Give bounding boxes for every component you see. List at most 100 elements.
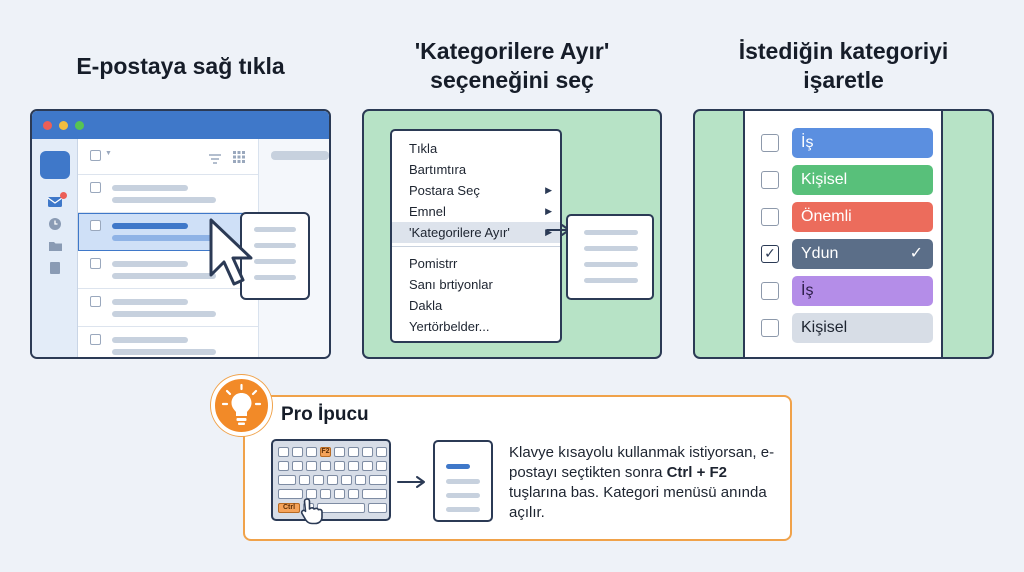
clock-icon[interactable] xyxy=(47,217,63,231)
key xyxy=(362,489,387,499)
menu-item[interactable]: Pomistrr xyxy=(392,253,560,274)
menu-item[interactable]: Sanı brtiyonlar xyxy=(392,274,560,295)
document-icon[interactable] xyxy=(47,261,63,275)
category-row[interactable]: İş xyxy=(745,128,945,158)
key-f2: F2 xyxy=(320,447,331,457)
key xyxy=(341,475,352,485)
mail-preview-bar xyxy=(112,349,216,355)
menu-line xyxy=(254,275,296,280)
row-checkbox[interactable] xyxy=(90,258,101,269)
menu-item-submenu[interactable]: Emnel▶ xyxy=(392,201,560,222)
menu-item[interactable]: Yertörbelder... xyxy=(392,316,560,337)
menu-item-submenu[interactable]: Postara Seç▶ xyxy=(392,180,560,201)
category-text: İş xyxy=(801,282,814,299)
category-label[interactable]: İş xyxy=(792,128,933,158)
key xyxy=(334,447,345,457)
category-text: İş xyxy=(801,134,814,151)
category-row[interactable]: Önemli xyxy=(745,202,945,232)
context-menu-preview xyxy=(240,212,310,300)
menu-item[interactable]: Dakla xyxy=(392,295,560,316)
category-label[interactable]: Kişisel xyxy=(792,165,933,195)
key xyxy=(320,461,331,471)
tip-text-part1: Klavye kısayolu kullanmak istiyorsan, e-… xyxy=(509,444,775,481)
maximize-dot[interactable] xyxy=(75,121,84,130)
mail-row[interactable] xyxy=(78,175,258,213)
key xyxy=(278,461,289,471)
category-checkbox[interactable] xyxy=(761,319,779,337)
menu-line xyxy=(254,243,296,248)
mouse-cursor-icon xyxy=(208,217,256,294)
category-row[interactable]: Kişisel xyxy=(745,313,945,343)
category-list: İş Kişisel Önemli ✓ Ydun ✓ İş Kişisel xyxy=(743,111,945,357)
grid-icon[interactable] xyxy=(233,150,245,168)
mail-sidebar xyxy=(32,139,78,357)
mail-row[interactable] xyxy=(78,327,258,357)
category-label[interactable]: İş xyxy=(792,276,933,306)
key xyxy=(306,461,317,471)
doc-line xyxy=(446,493,480,498)
menu-item-label: Yertörbelder... xyxy=(409,319,490,334)
category-label[interactable]: Ydun ✓ xyxy=(792,239,933,269)
close-dot[interactable] xyxy=(43,121,52,130)
menu-item-label: 'Kategorilere Ayır' xyxy=(409,225,510,240)
category-text: Ydun xyxy=(801,245,839,262)
arrow-right-icon xyxy=(397,475,427,494)
key-ctrl: Ctrl xyxy=(278,503,300,513)
category-row-checked[interactable]: ✓ Ydun ✓ xyxy=(745,239,945,269)
mail-row[interactable] xyxy=(78,251,258,289)
mail-preview-bar xyxy=(112,197,216,203)
checkmark-icon: ✓ xyxy=(909,245,923,262)
notification-dot xyxy=(60,192,67,199)
select-all-checkbox[interactable] xyxy=(90,150,101,161)
menu-item-categorize[interactable]: 'Kategorilere Ayır'▶ xyxy=(392,222,560,243)
step2-title: 'Kategorilere Ayır' seçeneğini seç xyxy=(362,37,662,95)
mail-subject-bar xyxy=(112,299,188,305)
compose-button[interactable] xyxy=(40,151,70,179)
step1-title-text: E-postaya sağ tıkla xyxy=(76,53,285,79)
mail-icon[interactable] xyxy=(47,192,67,209)
hand-pointer-icon xyxy=(299,497,325,530)
tip-shortcut: Ctrl + F2 xyxy=(666,464,728,481)
chevron-right-icon: ▶ xyxy=(545,206,552,216)
mail-preview-bar xyxy=(112,273,216,279)
key xyxy=(348,447,359,457)
menu-item-label: Bartımtıra xyxy=(409,162,467,177)
row-checkbox[interactable] xyxy=(90,334,101,345)
key xyxy=(306,447,317,457)
menu-item[interactable]: Tıkla xyxy=(392,138,560,159)
key xyxy=(327,475,338,485)
lightbulb-icon xyxy=(211,375,272,436)
mail-subject-bar xyxy=(112,223,188,229)
context-menu-panel: Tıkla Bartımtıra Postara Seç▶ Emnel▶ 'Ka… xyxy=(362,109,662,359)
category-row[interactable]: İş xyxy=(745,276,945,306)
category-label[interactable]: Kişisel xyxy=(792,313,933,343)
doc-line-active xyxy=(446,464,470,469)
row-checkbox[interactable] xyxy=(90,182,101,193)
category-checkbox[interactable] xyxy=(761,208,779,226)
step3-title-line2: işaretle xyxy=(803,67,884,93)
mail-row[interactable] xyxy=(78,289,258,327)
key xyxy=(348,461,359,471)
category-checkbox[interactable] xyxy=(761,171,779,189)
row-checkbox[interactable] xyxy=(90,220,101,231)
tip-text-part2: tuşlarına bas. Kategori menüsü anında aç… xyxy=(509,484,767,521)
category-row[interactable]: Kişisel xyxy=(745,165,945,195)
menu-item-label: Postara Seç xyxy=(409,183,480,198)
category-text: Kişisel xyxy=(801,171,848,188)
menu-item-label: Dakla xyxy=(409,298,443,313)
chevron-down-icon[interactable]: ▼ xyxy=(105,150,112,157)
doc-line xyxy=(446,507,480,512)
category-checkbox[interactable] xyxy=(761,134,779,152)
row-checkbox[interactable] xyxy=(90,296,101,307)
category-checkbox[interactable] xyxy=(761,282,779,300)
filter-icon[interactable] xyxy=(208,151,222,169)
menu-item[interactable]: Bartımtıra xyxy=(392,159,560,180)
category-text: Kişisel xyxy=(801,319,848,336)
folder-icon[interactable] xyxy=(47,239,63,253)
submenu-line xyxy=(584,246,638,251)
category-checkbox-checked[interactable]: ✓ xyxy=(761,245,779,263)
submenu-line xyxy=(584,230,638,235)
minimize-dot[interactable] xyxy=(59,121,68,130)
category-label[interactable]: Önemli xyxy=(792,202,933,232)
mail-subject-bar xyxy=(112,185,188,191)
